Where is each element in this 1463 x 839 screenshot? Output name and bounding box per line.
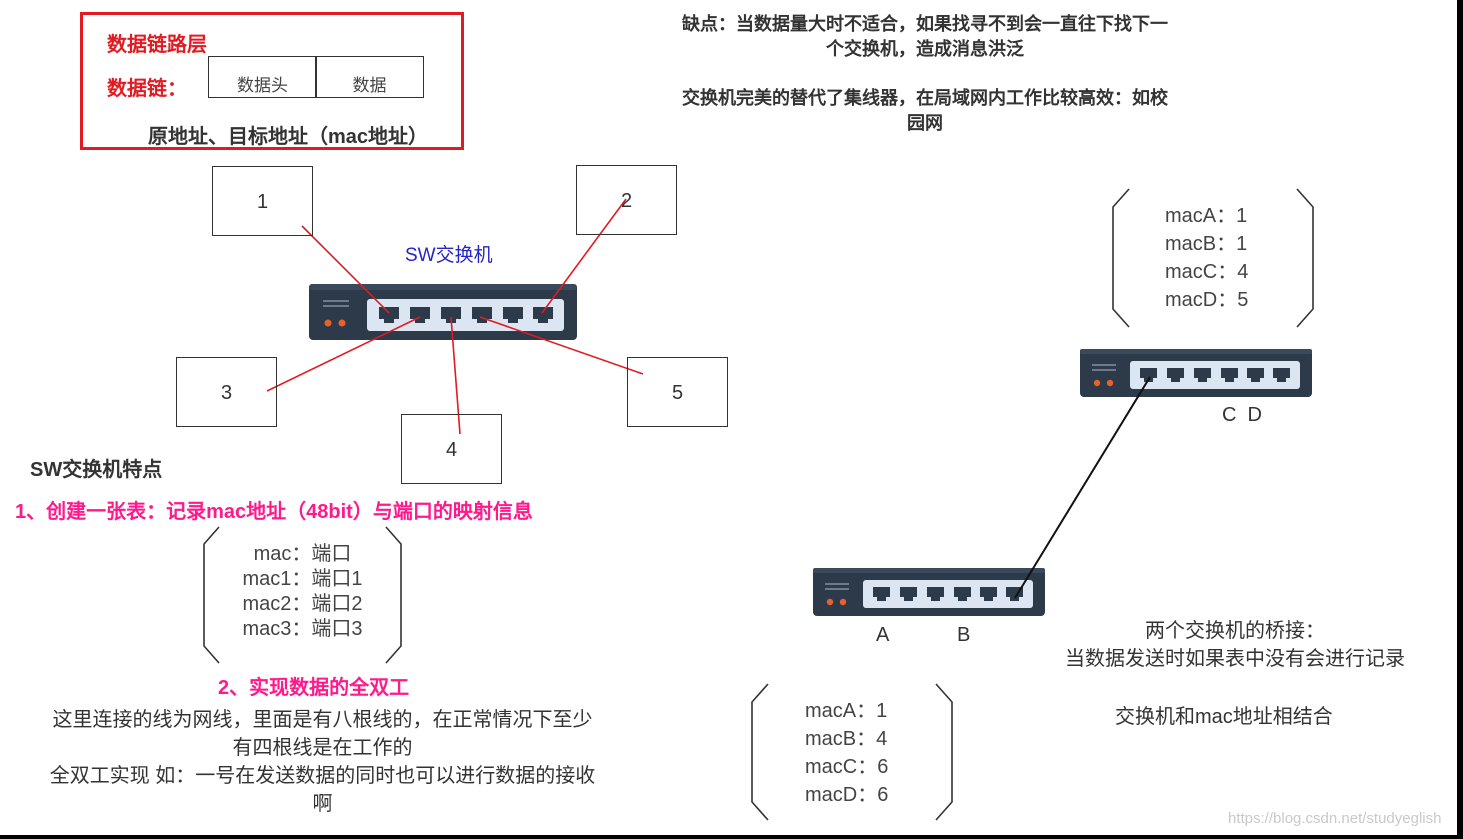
bridge-top-mac-table: macA：1 macB：1 macC：4 macD：5: [1165, 202, 1248, 314]
host-box-4: 4: [401, 414, 502, 484]
features-desc-line-2: 有四根线是在工作的: [232, 737, 413, 759]
main-switch-icon: [309, 284, 577, 340]
frame-header-cell: 数据头: [208, 56, 317, 98]
host-box-1: 1: [212, 166, 313, 236]
host-box-3: 3: [176, 357, 277, 427]
features-table-row: mac1：端口1: [242, 568, 363, 590]
bridge-bottom-table-row: macD：6: [805, 784, 889, 806]
switch-label: SW交换机: [405, 245, 493, 266]
datalink-box: [80, 12, 464, 150]
features-table-brackets: [203, 526, 402, 664]
features-desc-line-4: 啊: [312, 793, 333, 815]
line-host-2: [541, 198, 627, 314]
features-table-row: mac：端口: [253, 543, 352, 565]
advantage-line-1: 交换机完美的替代了集线器，在局域网内工作比较高效：如校: [682, 88, 1168, 108]
drawback-line-1: 缺点：当数据量大时不适合，如果找寻不到会一直往下找下一: [682, 14, 1168, 34]
bridge-top-table-brackets: [1112, 188, 1314, 328]
line-host-5: [479, 316, 644, 375]
bridge-top-switch-hosts: C D: [1222, 404, 1262, 426]
bridge-top-table-row: macA：1: [1165, 205, 1248, 227]
datalink-frame-label: 数据链：: [107, 78, 187, 100]
bridge-host-a: A: [876, 624, 890, 646]
bridge-explanation: 两个交换机的桥接： 当数据发送时如果表中没有会进行记录: [1040, 617, 1430, 673]
drawback-line-2: 个交换机，造成消息洪泛: [826, 39, 1024, 59]
line-host-3: [266, 316, 421, 392]
features-description: 这里连接的线为网线，里面是有八根线的，在正常情况下至少 有四根线是在工作的 全双…: [15, 706, 630, 818]
host-box-5: 5: [627, 357, 728, 427]
features-title: SW交换机特点: [30, 459, 163, 481]
advantage-note: 交换机完美的替代了集线器，在局域网内工作比较高效：如校 园网: [640, 86, 1210, 136]
frame-data-cell: 数据: [315, 56, 424, 98]
features-desc-line-1: 这里连接的线为网线，里面是有八根线的，在正常情况下至少: [52, 709, 593, 731]
watermark: https://blog.csdn.net/studyeglish: [1228, 810, 1442, 827]
host-box-2: 2: [576, 165, 677, 235]
bridge-top-switch-icon: [1080, 349, 1312, 397]
features-table-row: mac2：端口2: [242, 593, 363, 615]
feature-item-2: 2、实现数据的全双工: [218, 677, 410, 699]
line-host-1: [301, 225, 390, 314]
bridge-title: 两个交换机的桥接：: [1145, 620, 1325, 642]
features-desc-line-3: 全双工实现 如：一号在发送数据的同时也可以进行数据的接收: [49, 765, 596, 787]
bridge-summary: 交换机和mac地址相结合: [1115, 706, 1333, 728]
bridge-bottom-switch-icon: [813, 568, 1045, 616]
bridge-bottom-table-brackets: [751, 683, 953, 821]
features-mac-table: mac：端口 mac1：端口1 mac2：端口2 mac3：端口3: [220, 542, 385, 642]
bridge-bottom-table-row: macA：1: [805, 700, 888, 722]
bridge-desc: 当数据发送时如果表中没有会进行记录: [1065, 648, 1405, 670]
bridge-bottom-table-row: macB：4: [805, 728, 888, 750]
bridge-top-table-row: macB：1: [1165, 233, 1248, 255]
drawback-note: 缺点：当数据量大时不适合，如果找寻不到会一直往下找下一 个交换机，造成消息洪泛: [640, 12, 1210, 62]
bridge-bottom-mac-table: macA：1 macB：4 macC：6 macD：6: [805, 697, 888, 809]
bridge-bottom-table-row: macC：6: [805, 756, 889, 778]
feature-item-1: 1、创建一张表：记录mac地址（48bit）与端口的映射信息: [15, 501, 533, 523]
address-note: 原地址、目标地址（mac地址）: [148, 126, 429, 148]
bridge-line: [1014, 376, 1151, 599]
bridge-host-b: B: [957, 624, 971, 646]
datalink-layer-title: 数据链路层: [107, 34, 207, 56]
bridge-top-table-row: macC：4: [1165, 261, 1249, 283]
bridge-top-table-row: macD：5: [1165, 289, 1249, 311]
features-table-row: mac3：端口3: [242, 618, 363, 640]
advantage-line-2: 园网: [907, 113, 943, 133]
